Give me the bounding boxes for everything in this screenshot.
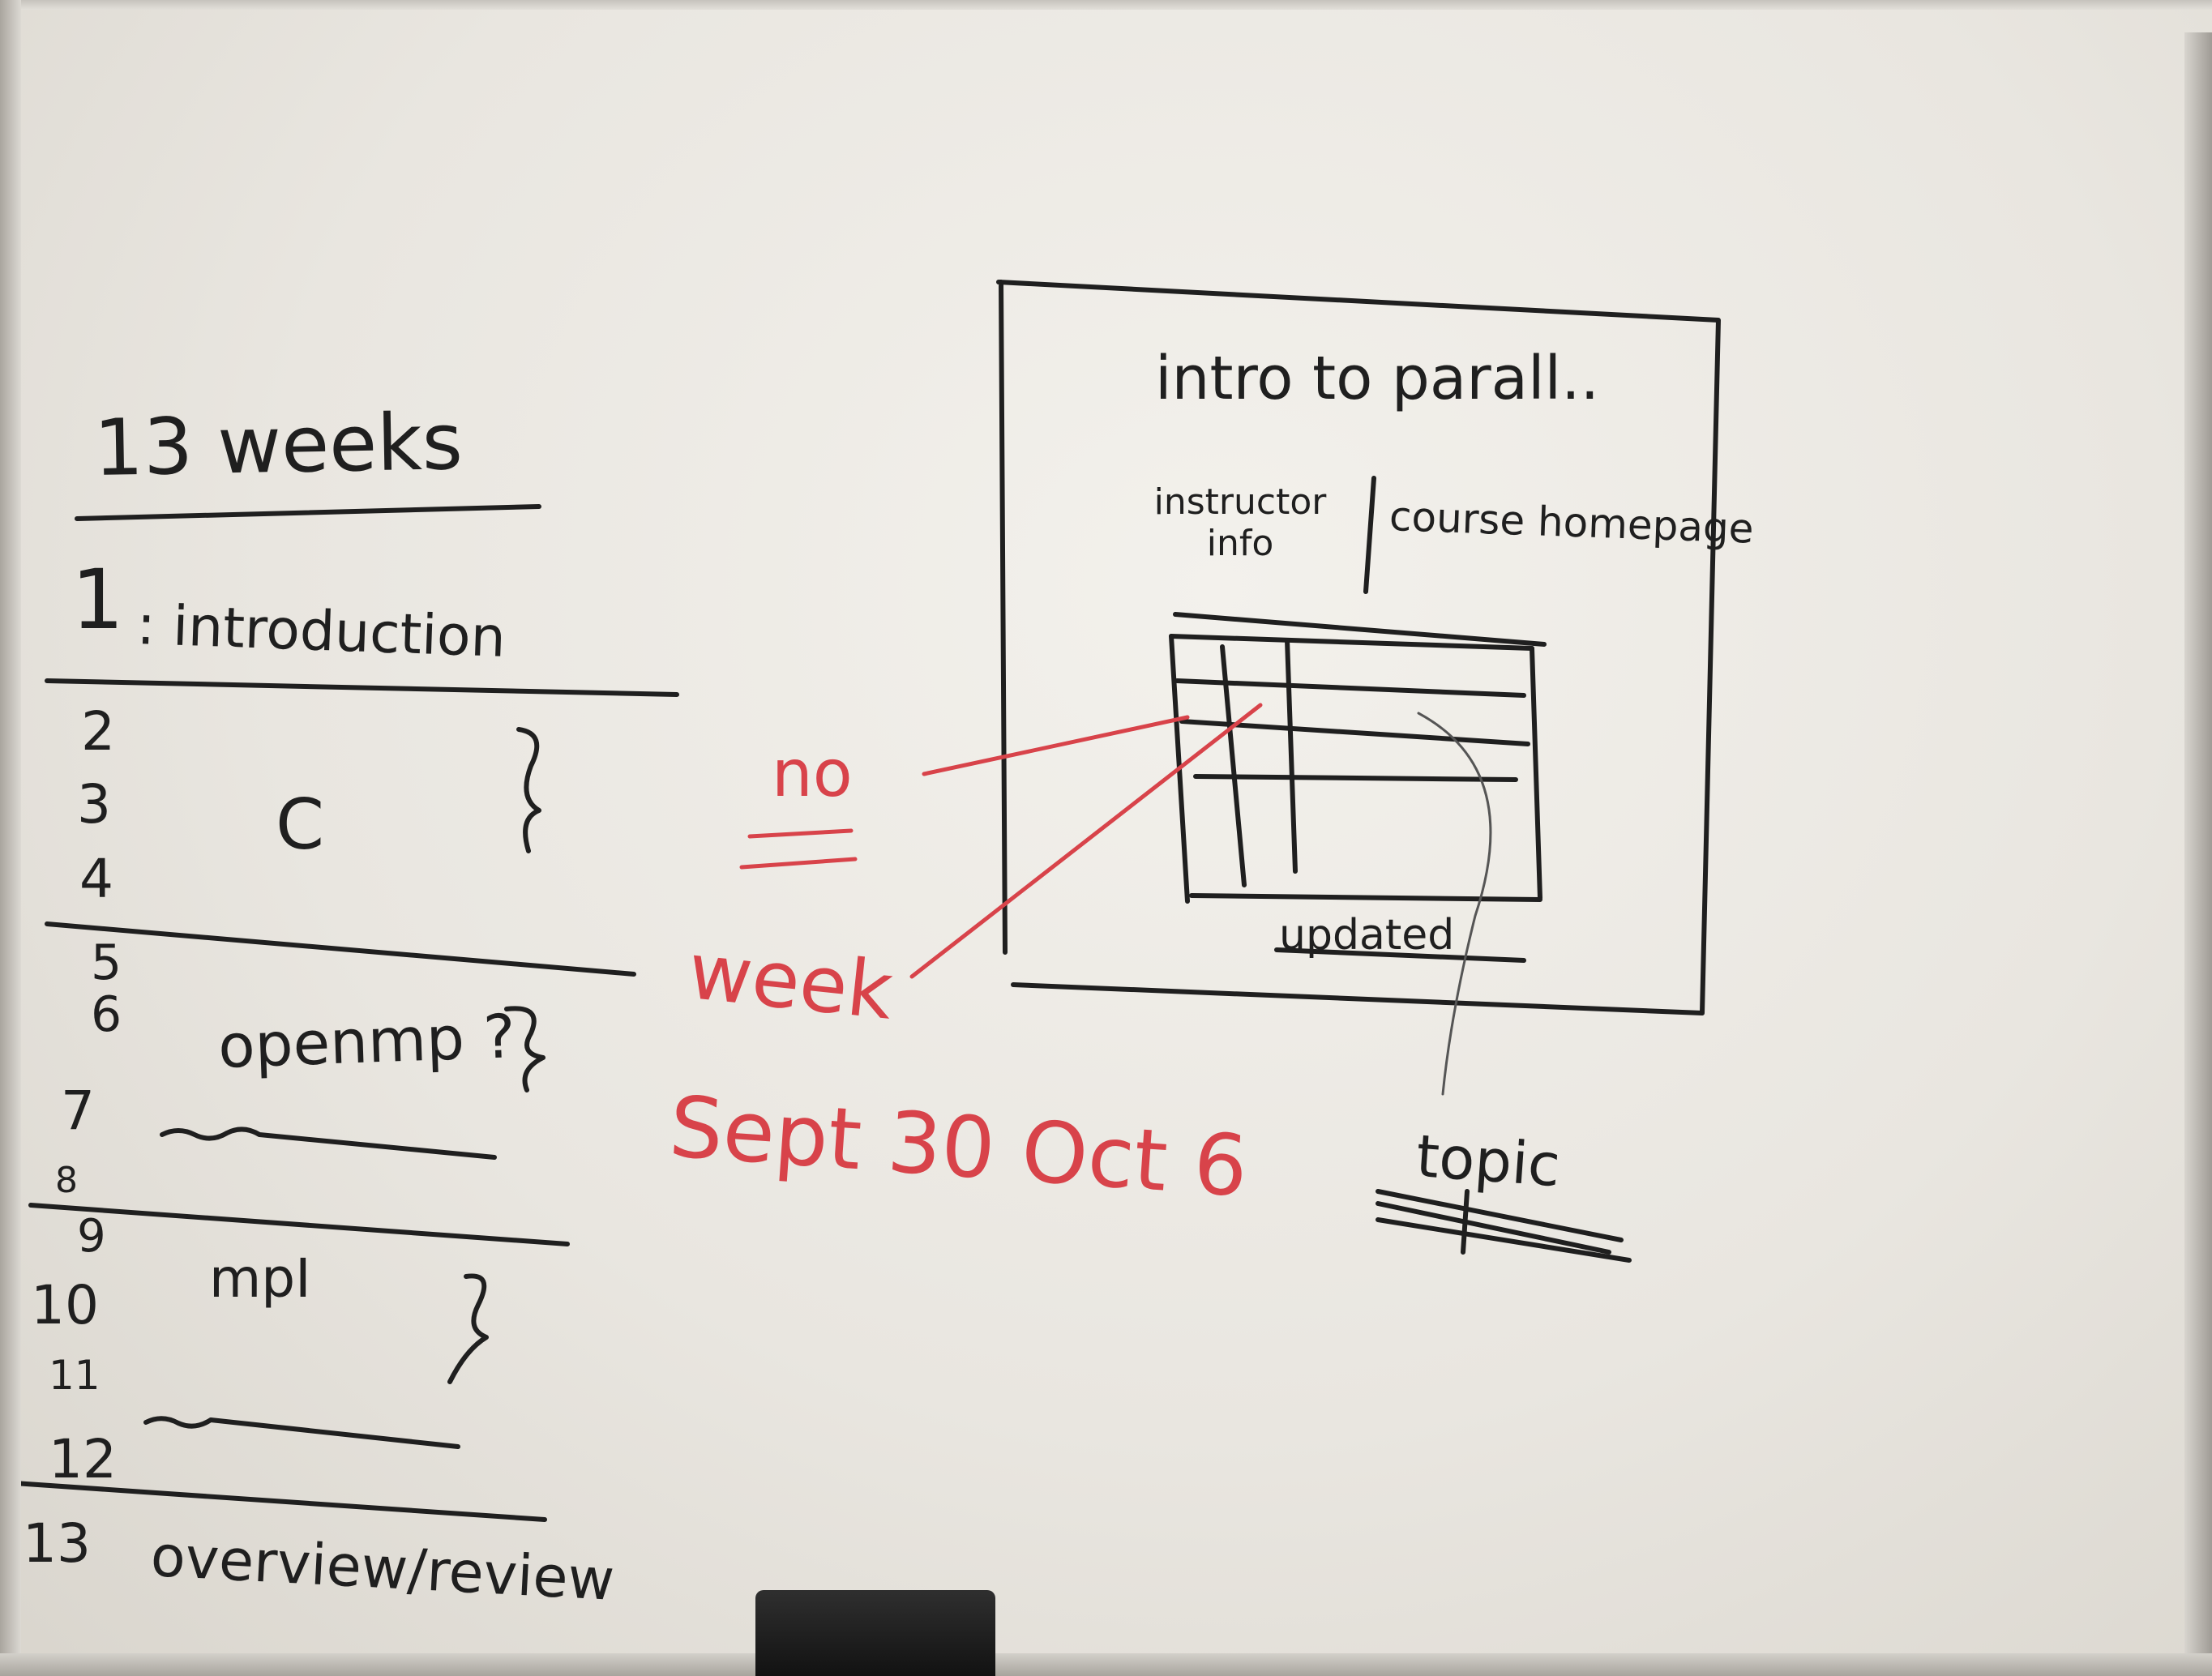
week-number-4: 4 bbox=[79, 848, 113, 910]
week-number-9: 9 bbox=[77, 1210, 106, 1263]
week-number-13: 13 bbox=[23, 1512, 91, 1575]
board-frame-right bbox=[2184, 32, 2212, 1676]
week-number-2: 2 bbox=[81, 700, 115, 763]
table-top bbox=[1173, 612, 1547, 647]
week-number-1: 1 bbox=[71, 552, 124, 648]
week-number-8: 8 bbox=[55, 1160, 78, 1201]
brace-openmp bbox=[504, 1006, 546, 1092]
brace-mpi bbox=[447, 1273, 489, 1384]
table-row-2 bbox=[1179, 719, 1530, 746]
topic-label: topic bbox=[1414, 1122, 1563, 1200]
table-row-3 bbox=[1193, 774, 1518, 782]
board-tray bbox=[0, 1653, 2212, 1676]
table-right bbox=[1530, 646, 1542, 900]
divider-line-4 bbox=[12, 1481, 547, 1522]
table-col-2 bbox=[1285, 638, 1298, 874]
divider-line-2 bbox=[45, 921, 636, 977]
week-label-mpi: mpI bbox=[209, 1247, 311, 1310]
divider-line-3 bbox=[28, 1203, 570, 1246]
board-frame-top bbox=[0, 0, 2212, 10]
wavy-underline-mpi bbox=[143, 1416, 460, 1449]
divider-line-1 bbox=[45, 678, 679, 697]
topic-line-3 bbox=[1376, 1201, 1611, 1255]
week-label-c: C bbox=[276, 785, 325, 866]
week-number-11: 11 bbox=[49, 1352, 101, 1399]
eraser bbox=[755, 1590, 995, 1676]
updated-label: updated bbox=[1279, 911, 1455, 960]
red-note-no: no bbox=[772, 736, 853, 811]
table-col-1 bbox=[1220, 644, 1247, 887]
topic-tick bbox=[1461, 1189, 1470, 1255]
instructor-info-label: instructor info bbox=[1153, 481, 1327, 564]
page-frame bbox=[996, 280, 1721, 1015]
heading-underline bbox=[75, 504, 541, 521]
red-note-week: week bbox=[684, 926, 897, 1037]
no-pointer bbox=[922, 715, 1190, 776]
week-label-openmp: openmp ? bbox=[216, 1002, 517, 1082]
no-double-underline-1 bbox=[747, 828, 854, 839]
topic-line-1 bbox=[1376, 1189, 1624, 1242]
week-number-7: 7 bbox=[61, 1080, 95, 1142]
week-number-5: 5 bbox=[91, 934, 122, 991]
no-double-underline-2 bbox=[739, 857, 858, 870]
topic-pointer bbox=[1417, 712, 1492, 1096]
brace-c bbox=[516, 727, 541, 853]
topic-line-2 bbox=[1376, 1217, 1632, 1263]
week-number-6: 6 bbox=[91, 986, 122, 1043]
page-title: intro to parall.. bbox=[1155, 344, 1600, 413]
week-number-12: 12 bbox=[49, 1428, 117, 1490]
info-divider bbox=[1363, 476, 1376, 594]
week-number-10: 10 bbox=[31, 1274, 99, 1336]
table-line-2 bbox=[1169, 634, 1534, 651]
week-label-introduction: : introduction bbox=[135, 593, 507, 670]
week-number-3: 3 bbox=[77, 773, 111, 836]
board-frame-left bbox=[0, 0, 21, 1676]
table-row-1 bbox=[1174, 678, 1526, 698]
table-bottom bbox=[1189, 893, 1542, 902]
week-pointer bbox=[909, 703, 1263, 979]
weeks-heading: 13 weeks bbox=[92, 396, 464, 494]
wavy-underline-openmp bbox=[160, 1127, 497, 1160]
course-homepage-label: course homepage bbox=[1388, 493, 1755, 553]
updated-underline bbox=[1274, 947, 1526, 963]
